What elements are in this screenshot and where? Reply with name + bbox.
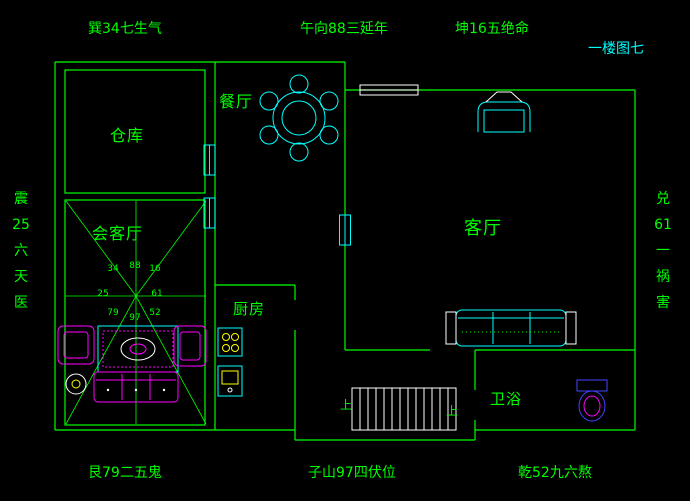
annotation-char: 天 (14, 269, 28, 285)
toilet-symbol (576, 379, 608, 422)
window-icon (359, 84, 419, 96)
room-label-bathroom: 卫浴 (490, 390, 523, 408)
armchair-symbol (477, 91, 531, 133)
window-icon (203, 144, 216, 176)
compass-number-ne: 16 (149, 264, 161, 274)
annotation-bottom-left: 艮79二五鬼 (88, 465, 162, 481)
sofa-dots (106, 388, 166, 392)
room-label-kitchen: 厨房 (233, 300, 266, 318)
room-label-reception: 会客厅 (92, 224, 144, 243)
annotation-right-vertical: 兑 61 一 祸 害 (650, 186, 676, 316)
compass-number-e: 61 (151, 289, 163, 299)
annotation-char: 震 (14, 191, 28, 207)
annotation-char: 六 (14, 243, 28, 259)
annotation-bottom-center: 子山97四伏位 (308, 465, 396, 481)
annotation-char: 祸 (656, 269, 670, 285)
annotation-char: 医 (14, 295, 28, 311)
compass-number-nw: 34 (107, 264, 119, 274)
annotation-char: 兑 (656, 191, 670, 207)
annotation-char: 25 (12, 217, 30, 233)
sofa-end-tables (445, 311, 577, 345)
compass-number-se: 52 (149, 308, 161, 318)
armchair-symbol (57, 325, 95, 365)
window-icon (203, 197, 216, 229)
stairs-up-label-left: 上 (340, 398, 353, 412)
stove-symbol (217, 327, 243, 357)
side-table-symbol (65, 373, 87, 395)
dining-table-symbol (259, 74, 339, 162)
room-label-living: 客厅 (464, 218, 502, 239)
compass-number-s: 97 (129, 313, 141, 323)
room-label-dining: 餐厅 (219, 92, 254, 111)
storage-room-outline (64, 69, 206, 194)
annotation-char: 害 (656, 295, 670, 311)
living-sofa-symbol (455, 309, 567, 347)
annotation-top-center: 午向88三延年 (300, 21, 388, 37)
compass-number-n: 88 (129, 261, 141, 271)
compass-number-w: 25 (97, 289, 109, 299)
annotation-left-vertical: 震 25 六 天 医 (8, 186, 34, 316)
sofa-symbol (93, 371, 179, 403)
stairs-symbol (351, 387, 457, 431)
window-symbols (203, 144, 351, 246)
walls (54, 61, 636, 441)
window-icon (339, 214, 351, 246)
sink-symbol (217, 365, 243, 397)
reception-room-outline (64, 199, 206, 426)
armchair-symbol (173, 325, 207, 367)
annotation-top-left: 巽34七生气 (88, 21, 162, 37)
annotation-char: 一 (656, 243, 670, 259)
room-label-storage: 仓库 (110, 126, 145, 145)
rug-symbol (97, 325, 179, 373)
annotation-top-right: 坤16五绝命 (455, 21, 529, 37)
compass-number-sw: 79 (107, 308, 119, 318)
drawing-title: 一楼图七 (588, 41, 644, 57)
stairs-up-label-right: 上 (446, 404, 459, 418)
annotation-bottom-right: 乾52九六熬 (518, 465, 592, 481)
annotation-char: 61 (654, 217, 672, 233)
